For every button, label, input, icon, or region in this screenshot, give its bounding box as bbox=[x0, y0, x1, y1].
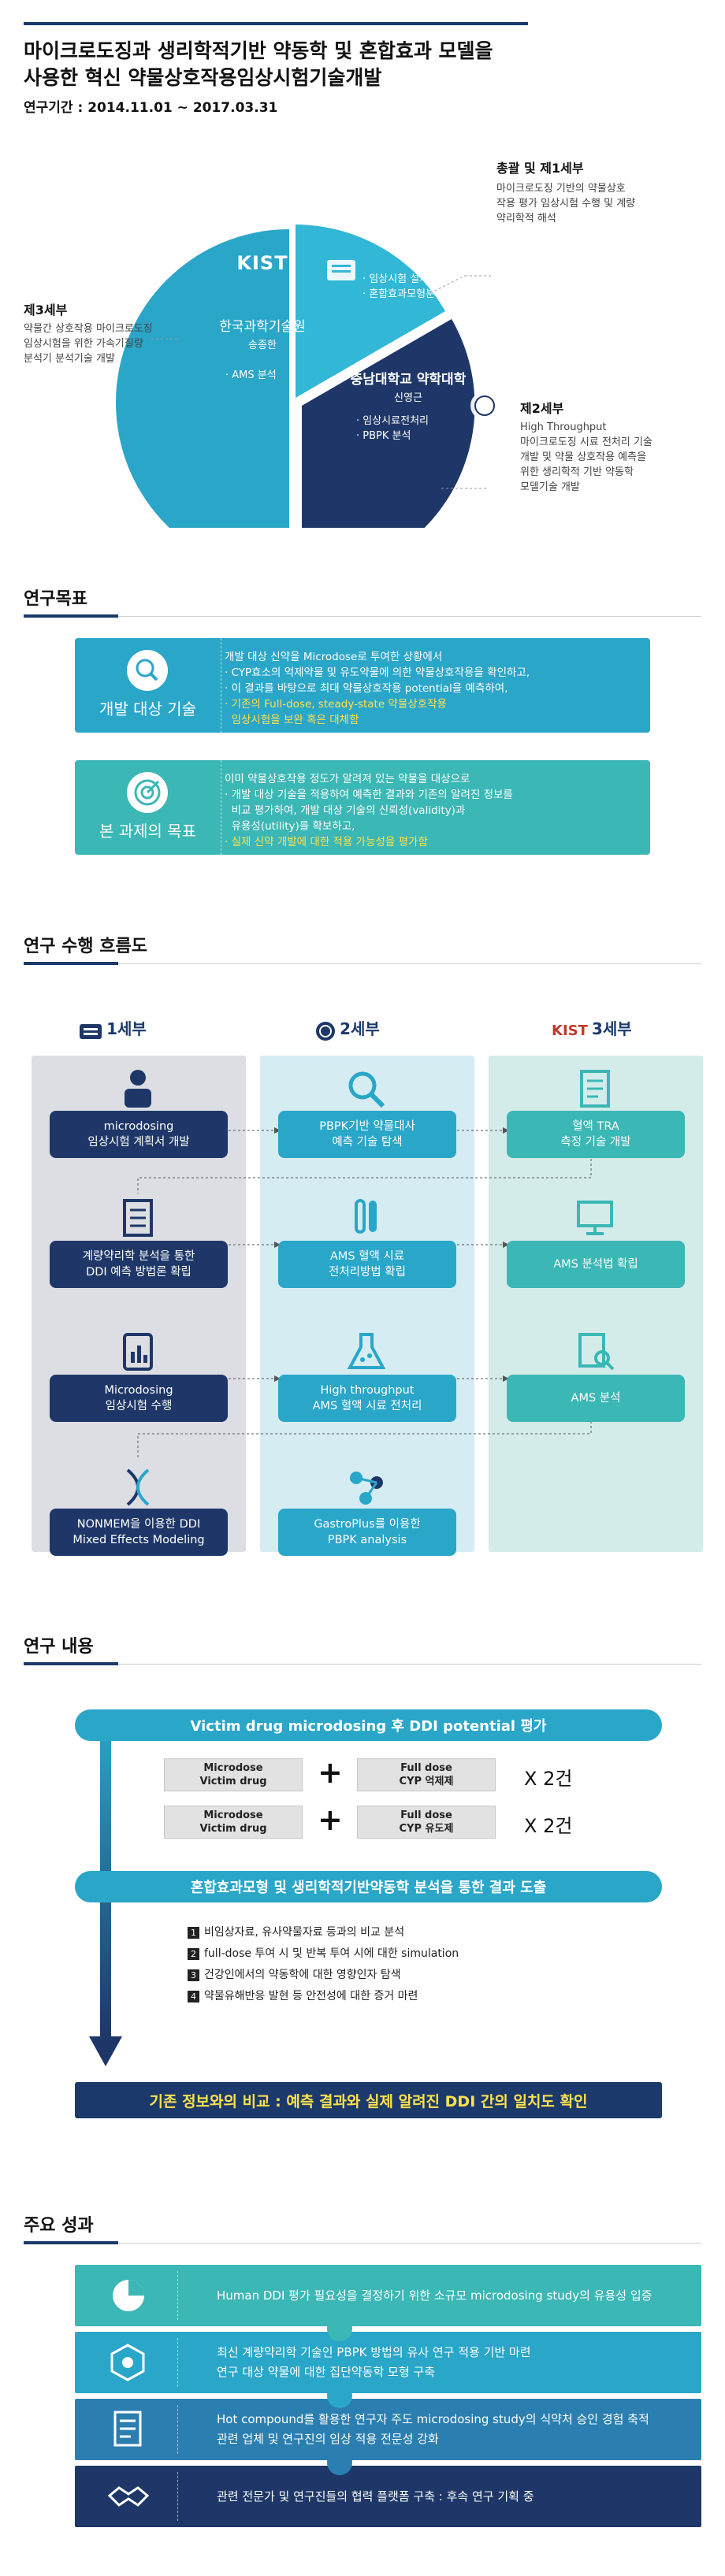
flow-col2-header: 2세부 bbox=[315, 1016, 380, 1041]
person-icon bbox=[125, 1070, 151, 1108]
section-content-heading: 연구 내용 bbox=[24, 1637, 94, 1657]
flask-icon bbox=[347, 1333, 386, 1369]
section-flow-rule bbox=[24, 962, 701, 965]
content-bar-1: Victim drug microdosing 후 DDI potential … bbox=[75, 1709, 662, 1741]
goal1-text: 개발 대상 신약을 Microdose로 투여한 상황에서 · CYP효소의 억… bbox=[225, 651, 530, 726]
row1-count: X 2건 bbox=[524, 1768, 573, 1790]
document-approval-icon bbox=[113, 2411, 142, 2447]
row2-right-box: Full dose CYP 유도제 bbox=[357, 1806, 496, 1839]
flow-col3-step-1: 혈액 TRA 측정 기술 개발 bbox=[507, 1111, 685, 1158]
handshake-icon bbox=[107, 2486, 150, 2507]
seg2-label: 충남대학교 약학대학 신영근 bbox=[350, 372, 467, 404]
content-bar-2: 혼합효과모형 및 생리학적기반약동학 분석을 통한 결과 도출 bbox=[75, 1871, 662, 1902]
row2-count: X 2건 bbox=[524, 1815, 573, 1837]
puzzle-knob bbox=[327, 2383, 352, 2408]
goal-banner-2: 본 과제의 목표 이미 약물상호작용 정도가 알려져 있는 약물을 대상으로 ·… bbox=[75, 760, 650, 855]
flow-col1-step-2: 계량약리학 분석을 통한 DDI 예측 방법론 확립 bbox=[50, 1241, 228, 1288]
hexagon-network-icon bbox=[110, 2344, 145, 2381]
university-emblem-icon bbox=[316, 1021, 335, 1041]
flow-col3-header: KIST 3세부 bbox=[552, 1019, 632, 1039]
report-search-icon bbox=[578, 1333, 615, 1371]
plus-icon: + bbox=[318, 1755, 343, 1790]
seg1-tasks: · 임상시험 설계 및 수행 · 혼합효과모형분석 bbox=[362, 273, 464, 300]
research-period: 연구기간 : 2014.11.01 ~ 2017.03.31 bbox=[24, 100, 278, 116]
building-icon bbox=[80, 1023, 102, 1039]
seg3-label: 한국과학기술원 송종한 bbox=[219, 319, 306, 351]
puzzle-knob bbox=[327, 2450, 352, 2475]
checklist-icon bbox=[123, 1199, 153, 1237]
document-icon bbox=[580, 1070, 610, 1108]
row1-left-box: Microdose Victim drug bbox=[164, 1758, 303, 1791]
row1-right-box: Full dose CYP 억제제 bbox=[357, 1758, 496, 1791]
seg1-label: 가톨릭대학교 서울성모병원 임동석 bbox=[381, 210, 455, 262]
section-goals-heading: 연구목표 bbox=[24, 589, 87, 609]
seg2-tasks: · 임상시료전처리 · PBPK 분석 bbox=[356, 415, 429, 442]
goal-banner-1: 개발 대상 기술 개발 대상 신약을 Microdose로 투여한 상황에서 ·… bbox=[75, 638, 650, 733]
result-item-1: Human DDI 평가 필요성을 결정하기 위한 소규모 microdosin… bbox=[75, 2265, 701, 2326]
flow-col3-step-3: AMS 분석 bbox=[507, 1375, 685, 1422]
magnifier-icon bbox=[348, 1071, 385, 1108]
org-pie-diagram bbox=[116, 225, 499, 528]
flow-col1-step-3: Microdosing 임상시험 수행 bbox=[50, 1375, 228, 1422]
section-content-rule bbox=[24, 1662, 701, 1665]
flow-col2-step-3: High throughput AMS 혈액 시료 전처리 bbox=[278, 1375, 456, 1422]
kist-mini-logo: KIST bbox=[552, 1023, 588, 1039]
flow-col1-step-4: NONMEM을 이용한 DDI Mixed Effects Modeling bbox=[50, 1509, 228, 1556]
search-icon bbox=[127, 650, 168, 691]
pie-segment-2 bbox=[302, 319, 475, 528]
annotation-2: 제2세부 High Throughput 마이크로도징 시료 전처리 기술 개발… bbox=[520, 401, 652, 493]
test-tube-icon bbox=[355, 1199, 377, 1234]
tablet-chart-icon bbox=[123, 1333, 153, 1371]
annotation-1: 총괄 및 제1세부 마이크로도징 기반의 약물상호 작용 평가 임상시험 수행 … bbox=[496, 161, 636, 225]
page-title: 마이크로도징과 생리학적기반 약동학 및 혼합효과 모델을 사용한 혁신 약물상… bbox=[24, 39, 493, 89]
flow-col1-header: 1세부 bbox=[79, 1016, 147, 1041]
result-item-4: 관련 전문가 및 연구진들의 협력 플랫폼 구축 : 후속 연구 기획 중 bbox=[75, 2466, 701, 2527]
seg3-tasks: · AMS 분석 bbox=[225, 369, 277, 381]
kist-logo: KIST bbox=[236, 252, 288, 274]
flow-col2-step-4: GastroPlus를 이용한 PBPK analysis bbox=[278, 1509, 456, 1556]
section-results-heading: 주요 성과 bbox=[24, 2216, 94, 2236]
target-icon bbox=[127, 772, 168, 813]
plus-icon: + bbox=[318, 1802, 343, 1837]
goal2-text: 이미 약물상호작용 정도가 알려져 있는 약물을 대상으로 · 개발 대상 기술… bbox=[225, 773, 513, 848]
puzzle-knob bbox=[327, 2316, 352, 2341]
flow-col3-step-2: AMS 분석법 확립 bbox=[507, 1241, 685, 1288]
flow-col2-step-2: AMS 혈액 시료 전처리방법 확립 bbox=[278, 1241, 456, 1288]
header-rule bbox=[24, 22, 528, 25]
pie-segment-3 bbox=[116, 229, 289, 528]
molecule-icon bbox=[350, 1472, 383, 1505]
flow-col1-step-1: microdosing 임상시험 계획서 개발 bbox=[50, 1111, 228, 1158]
section-flow-heading: 연구 수행 흐름도 bbox=[24, 937, 147, 956]
result-item-3: Hot compound를 활용한 연구자 주도 microdosing stu… bbox=[75, 2399, 701, 2460]
dna-icon bbox=[126, 1468, 150, 1506]
final-comparison-bar: 기존 정보와의 비교 : 예측 결과와 실제 알려진 DDI 간의 일치도 확인 bbox=[75, 2082, 662, 2118]
monitor-icon bbox=[577, 1201, 613, 1235]
annotation-3: 제3세부 약물간 상호작용 마이크로도징 임상시험을 위한 가속기질량 분석기 … bbox=[24, 303, 153, 365]
flow-col2-step-1: PBPK기반 약물대사 예측 기술 탐색 bbox=[278, 1111, 456, 1158]
pie-chart-icon bbox=[113, 2280, 144, 2311]
row2-left-box: Microdose Victim drug bbox=[164, 1806, 303, 1839]
section-results-rule bbox=[24, 2241, 701, 2244]
section-goals-rule bbox=[24, 614, 701, 618]
